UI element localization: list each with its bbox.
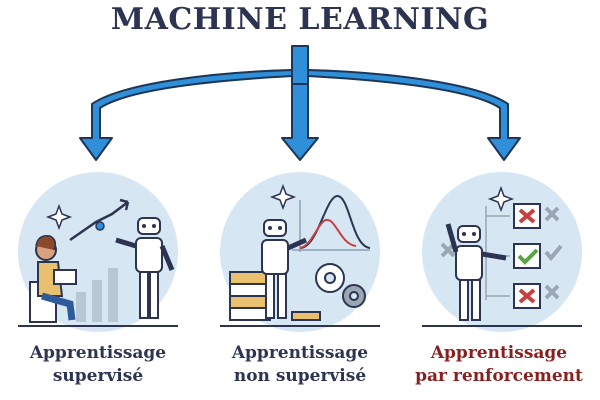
- label-unsupervised: Apprentissage non supervisé: [205, 342, 395, 388]
- label-unsupervised-line1: Apprentissage: [231, 343, 369, 363]
- label-reinforcement: Apprentissage par renforcement: [404, 342, 594, 388]
- stem-arrow-shaft: [291, 45, 309, 87]
- illustration-reinforcement: [422, 172, 582, 332]
- branch-arrows: [79, 45, 521, 161]
- label-supervised-line2: supervisé: [52, 366, 144, 386]
- label-supervised-line1: Apprentissage: [29, 343, 167, 363]
- label-reinforcement-line2: par renforcement: [415, 366, 583, 386]
- label-supervised: Apprentissage supervisé: [3, 342, 193, 388]
- illustration-supervised: [18, 172, 178, 332]
- illustration-unsupervised: [220, 172, 380, 332]
- label-reinforcement-line1: Apprentissage: [430, 343, 568, 363]
- label-unsupervised-line2: non supervisé: [233, 366, 367, 386]
- middle-arrow: [281, 83, 319, 161]
- right-arrow: [307, 69, 521, 161]
- diagram-title: MACHINE LEARNING: [110, 2, 490, 37]
- left-arrow: [79, 69, 293, 161]
